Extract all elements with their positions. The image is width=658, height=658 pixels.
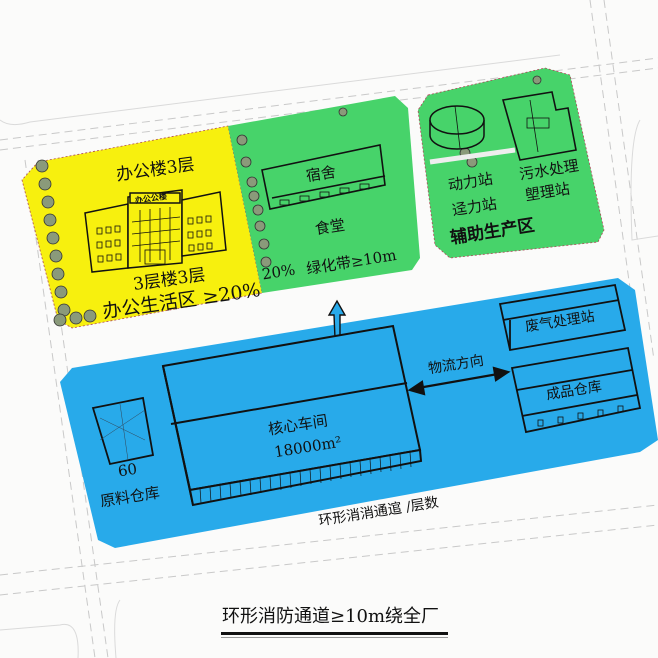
dormitory-building-icon <box>261 144 386 210</box>
sewage-plant-icon <box>501 91 577 161</box>
exhaust-station-building-icon <box>498 283 627 352</box>
power-station-tank-icon <box>429 105 485 150</box>
diagram-title: 环形消防通道≥10m绕全厂 <box>222 606 440 627</box>
title-underline <box>221 632 448 638</box>
raw-warehouse-number: 60 <box>116 459 139 481</box>
office-building-icon <box>84 189 227 273</box>
raw-warehouse-building-icon <box>91 396 155 466</box>
tree-row-icon <box>35 75 542 327</box>
finished-warehouse-building-icon <box>510 346 642 434</box>
logistics-arrow-icon <box>407 366 511 396</box>
north-arrow-icon <box>327 299 347 339</box>
dormitory-label: 宿舍 <box>304 162 338 186</box>
canteen-label: 食堂 <box>313 215 347 239</box>
core-workshop-building-icon <box>161 324 423 507</box>
